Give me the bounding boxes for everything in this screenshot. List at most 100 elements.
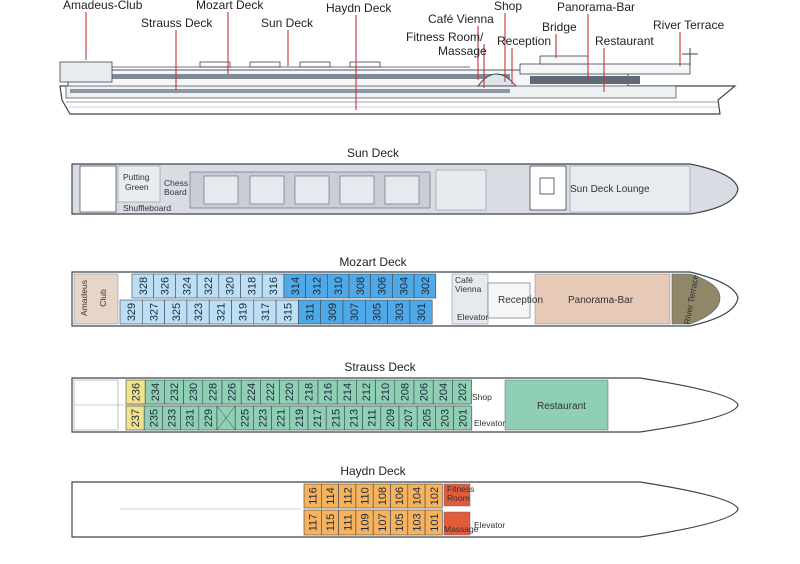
sun-shade-1 — [199, 61, 231, 68]
cabin-232: 232 — [164, 379, 184, 405]
reception-label: Reception — [498, 295, 543, 306]
callout-panorama-bar: Panorama-Bar — [557, 0, 635, 82]
cabin-210: 210 — [375, 379, 396, 405]
callout-restaurant: Restaurant — [595, 34, 654, 92]
strauss-elevator-label: Elevator — [474, 418, 505, 428]
sun-deck-seating — [435, 169, 487, 211]
cabin-number: 211 — [367, 409, 379, 427]
callout-label-shop: Shop — [494, 0, 522, 13]
cabin-number: 237 — [130, 409, 142, 427]
cabin-321: 321 — [208, 299, 232, 325]
cabin-322: 322 — [196, 273, 220, 299]
cabin-number: 319 — [238, 303, 250, 321]
cabin-235: 235 — [143, 405, 163, 431]
cabin-number: 307 — [349, 303, 361, 321]
cabin-233: 233 — [162, 405, 181, 431]
cabin-324: 324 — [175, 273, 198, 299]
sun-deck-title: Sun Deck — [347, 146, 400, 160]
cabin-number: 221 — [276, 409, 288, 427]
callout-sun-deck: Sun Deck — [261, 16, 314, 66]
cabin-222: 222 — [260, 379, 280, 405]
cabin-number: 111 — [342, 514, 354, 531]
cabin-204: 204 — [432, 379, 453, 405]
cabin-301: 301 — [409, 299, 433, 325]
cabin-number: 208 — [399, 383, 411, 401]
amadeus-club-area — [73, 273, 119, 325]
callout-label-amadeus-club: Amadeus-Club — [63, 0, 143, 12]
callout-strauss-deck: Strauss Deck — [141, 16, 213, 90]
panorama-bar-label: Panorama-Bar — [568, 295, 634, 306]
cabin-109: 109 — [355, 509, 374, 536]
cabin-303: 303 — [387, 299, 411, 325]
cabin-231: 231 — [180, 405, 200, 431]
cabin-number: 109 — [360, 513, 372, 531]
cabin-number: 104 — [411, 487, 423, 505]
cabin-number: 301 — [416, 303, 428, 321]
cabin-number: 110 — [360, 487, 372, 505]
massage-area — [443, 511, 471, 536]
cabin-number: 232 — [169, 383, 181, 401]
callout-label-panorama-bar: Panorama-Bar — [557, 0, 635, 14]
bridge-house — [539, 55, 589, 65]
cabin-number: 219 — [294, 409, 306, 427]
cabin-number: 205 — [421, 409, 433, 427]
callout-fitness-room: Fitness Room/ — [406, 30, 485, 88]
wheelhouse-symbol — [539, 177, 555, 195]
cabin-111: 111 — [338, 509, 357, 536]
cabin-212: 212 — [356, 379, 376, 405]
cabin-number: 115 — [325, 514, 337, 532]
cabin-110: 110 — [355, 483, 374, 509]
chess-label-2: Board — [164, 187, 187, 197]
massage-label: Massage — [444, 524, 479, 534]
cabin-325: 325 — [164, 299, 188, 325]
cabin-number: 216 — [323, 383, 335, 401]
ship-side-profile — [59, 48, 737, 115]
cabin-214: 214 — [336, 379, 357, 405]
cabin-108: 108 — [372, 483, 391, 509]
window-strip-lower — [70, 89, 510, 93]
cabin-107: 107 — [372, 509, 391, 536]
cabin-228: 228 — [202, 379, 223, 405]
cabin-317: 317 — [253, 299, 277, 325]
callout-label-sun-deck: Sun Deck — [261, 16, 314, 30]
cabin-number: 311 — [305, 303, 317, 321]
cabin-305: 305 — [364, 299, 388, 325]
cabin-number: 114 — [325, 487, 337, 505]
putting-label-1: Putting — [123, 172, 150, 182]
cabin-318: 318 — [240, 273, 263, 299]
haydn-elevator-label: Elevator — [474, 520, 505, 530]
cabin-number: 204 — [438, 383, 450, 401]
cabin-number: 314 — [290, 277, 302, 295]
cabin-number: 117 — [308, 514, 320, 532]
cabin-number: 223 — [258, 409, 270, 427]
cafe-vienna-area — [451, 273, 489, 325]
cabin-310: 310 — [326, 273, 350, 299]
sun-shade-area-3 — [294, 175, 330, 205]
sun-shade-3 — [299, 61, 331, 68]
haydn-deck-title: Haydn Deck — [340, 464, 406, 478]
gap-cross — [216, 405, 236, 431]
sun-deck-plan: Putting Green Chess Board Shuffleboard S… — [71, 163, 739, 215]
cabin-218: 218 — [298, 379, 319, 405]
cabin-number: 235 — [148, 409, 160, 427]
cabin-number: 209 — [385, 409, 397, 427]
cabin-309: 309 — [320, 299, 344, 325]
putting-label-2: Green — [125, 182, 149, 192]
cabin-gap — [216, 405, 236, 431]
cabin-number: 116 — [308, 487, 320, 505]
amadeus-club-room — [59, 61, 113, 83]
club-label: Club — [98, 289, 108, 307]
cabin-cell — [453, 405, 473, 431]
cabin-number: 323 — [193, 303, 205, 321]
sun-deck-lounge-area — [569, 165, 691, 213]
sun-deck-lounge-label: Sun Deck Lounge — [570, 184, 650, 195]
cabin-number: 327 — [148, 303, 160, 321]
cabin-207: 207 — [398, 405, 418, 431]
cabin-number: 303 — [394, 303, 406, 321]
cabin-225: 225 — [234, 405, 254, 431]
cabin-117: 117 — [303, 509, 322, 536]
